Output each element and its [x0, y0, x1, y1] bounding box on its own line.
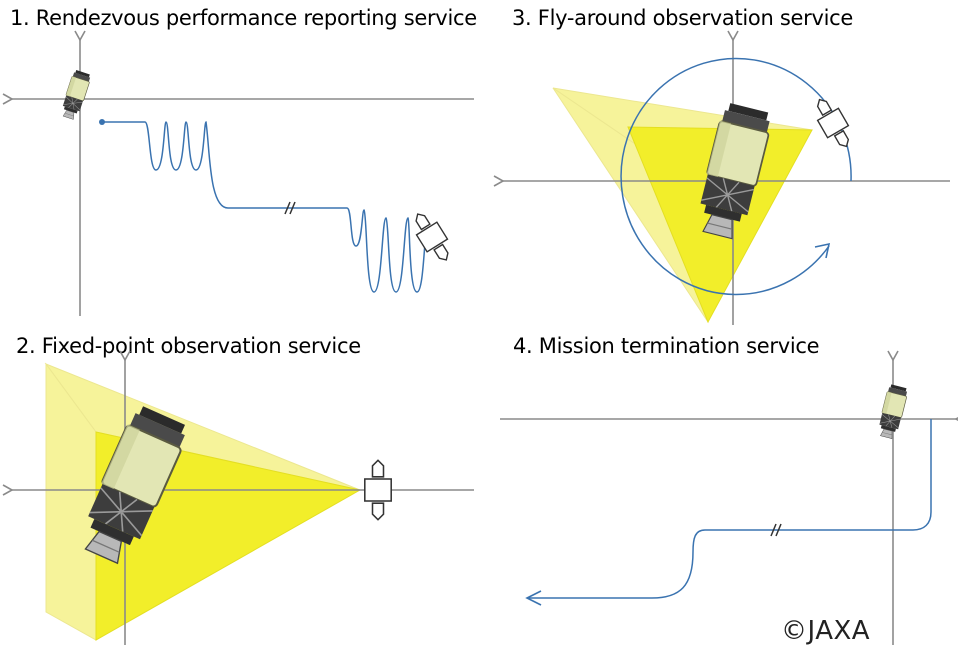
p4-trajectory — [528, 419, 932, 599]
panel-2-title: 2. Fixed-point observation service — [16, 334, 361, 358]
p1-break-mark — [284, 201, 296, 215]
p4-break-mark — [770, 523, 782, 537]
panel-2-fixed-point — [12, 360, 474, 645]
panel-4-title: 4. Mission termination service — [513, 334, 820, 358]
panel-3-title: 3. Fly-around observation service — [512, 6, 853, 30]
panel-3-fly-around — [503, 40, 950, 325]
p1-vehicle-icon — [59, 69, 93, 121]
p3-orbit-arrowhead — [814, 242, 831, 259]
p3-orbit-path — [620, 57, 852, 296]
panel-1-title: 1. Rendezvous performance reporting serv… — [10, 6, 477, 30]
copyright-label: ©JAXA — [781, 616, 871, 646]
p4-trajectory-arrowhead — [525, 590, 542, 606]
panel-4-termination — [500, 360, 956, 645]
panel-1-rendezvous — [12, 40, 474, 316]
p2-satellite-icon — [364, 459, 392, 521]
p1-satellite-icon — [406, 207, 458, 267]
p3-satellite-icon — [808, 92, 858, 154]
p1-trajectory — [102, 121, 428, 293]
